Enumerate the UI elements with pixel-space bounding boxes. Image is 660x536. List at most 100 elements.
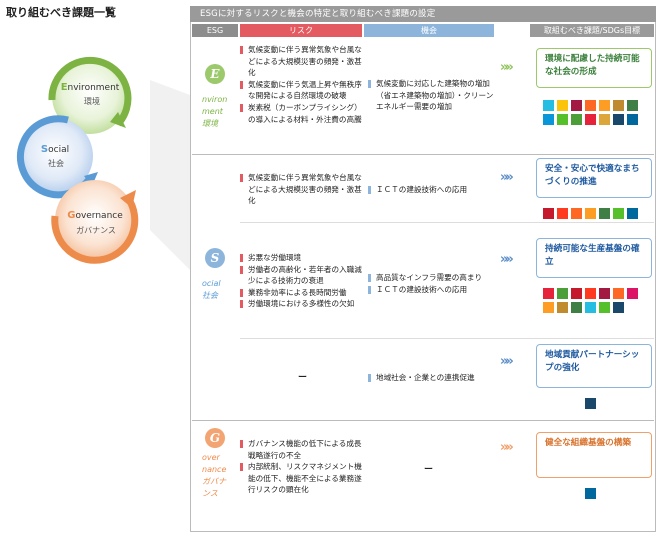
sdg-icon [599, 302, 610, 313]
governance-circle: Governance ガバナンス [51, 180, 139, 264]
risk-item: 労働環境における多様性の欠如 [240, 298, 364, 310]
sdg-icon [627, 288, 638, 299]
governance-label: Governance [67, 210, 123, 221]
column-header-goal: 取組むべき課題/SDGs目標 [530, 24, 654, 37]
sdg-icon [543, 114, 554, 125]
risk-list-social-1: 気候変動に伴う異常気象や台風などによる大規模災害の頻発・激甚化 [240, 172, 364, 207]
risk-item: 内部統制、リスクマネジメント機能の低下、機能不全による業務遂行リスクの顕在化 [240, 461, 364, 496]
sdg-icon [571, 288, 582, 299]
arrow-social-3: »» [500, 354, 514, 369]
sdg-icon [557, 114, 568, 125]
risk-item: 労働者の高齢化・若年者の入職減少による技術力の衰退 [240, 264, 364, 287]
opportunity-item: 高品質なインフラ需要の高まり [368, 272, 496, 284]
sdg-icons-environment [543, 114, 638, 125]
sdg-icon [613, 114, 624, 125]
social-circle: Social 社会 [16, 115, 98, 199]
opportunity-item: 気候変動に対応した建築物の増加（省エネ建築物の増加）・クリーンエネルギー需要の増… [368, 78, 496, 113]
sdg-icon [585, 114, 596, 125]
risk-item: 気候変動に伴う異常気象や台風などによる大規模災害の頻発・激甚化 [240, 172, 364, 207]
goal-social-2: 持続可能な生産基盤の確立 [536, 238, 652, 278]
sdg-icon [599, 114, 610, 125]
sdg-icon [543, 302, 554, 313]
risk-none-social-3: ー [298, 373, 308, 383]
opportunity-list-social-1: ＩＣＴの建設技術への応用 [368, 184, 496, 196]
sdg-icons-social-2 [543, 302, 624, 313]
goal-social-3: 地域貢献パートナーシップの強化 [536, 344, 652, 388]
opportunity-item: ＩＣＴの建設技術への応用 [368, 184, 496, 196]
sdg-icon [613, 100, 624, 111]
sdg-icon [571, 100, 582, 111]
sdg-icon [627, 114, 638, 125]
goal-environment: 環境に配慮した持続可能な社会の形成 [536, 48, 652, 88]
risk-item: 業務非効率による長時間労働 [240, 287, 364, 299]
sdg-icon [585, 208, 596, 219]
risk-item: 気候変動に伴う気温上昇や無秩序な開発による自然環境の破壊 [240, 79, 364, 102]
sdg-icons-governance [585, 488, 596, 499]
sdg-icon [627, 100, 638, 111]
panel-title: ESGに対するリスクと機会の特定と取り組むべき課題の設定 [190, 6, 656, 22]
risk-list-environment: 気候変動に伴う異常気象や台風などによる大規模災害の頻発・激甚化 気候変動に伴う気… [240, 44, 364, 125]
column-header-risk: リスク [240, 24, 362, 37]
sdg-icon [543, 288, 554, 299]
opportunity-list-environment: 気候変動に対応した建築物の増加（省エネ建築物の増加）・クリーンエネルギー需要の増… [368, 78, 496, 113]
sdg-icon [613, 302, 624, 313]
column-header-esg: ESG [192, 24, 238, 37]
sdg-icon [585, 288, 596, 299]
environment-label: Environment [61, 82, 120, 93]
sdg-icons-social-1 [543, 208, 638, 219]
goal-social-1: 安全・安心で快適なまちづくりの推進 [536, 158, 652, 198]
social-label: Social [41, 144, 69, 155]
sdg-icon [571, 208, 582, 219]
sub-row-divider [240, 338, 654, 339]
sdg-icon [585, 302, 596, 313]
sdg-icon [543, 208, 554, 219]
risk-item: 劣悪な労働環境 [240, 252, 364, 264]
sdg-icon [613, 208, 624, 219]
sdg-icon [627, 208, 638, 219]
arrow-social-1: »» [500, 170, 514, 185]
row-divider [192, 154, 654, 155]
opportunity-list-social-3: 地域社会・企業との連携促進 [368, 372, 496, 384]
opportunity-item: ＩＣＴの建設技術への応用 [368, 284, 496, 296]
sdg-icons-environment [543, 100, 638, 111]
page-title: 取り組むべき課題一覧 [6, 6, 116, 19]
esg-badge-social: S [205, 248, 225, 268]
sdg-icon [599, 288, 610, 299]
sdg-icon [613, 288, 624, 299]
environment-circle: Environment 環境 [48, 56, 132, 134]
sdg-icon [557, 100, 568, 111]
esg-cycle-diagram: Environment 環境 Social 社会 Governance ガバナン… [16, 56, 190, 270]
column-header-opportunity: 機会 [364, 24, 494, 37]
sdg-icon [599, 100, 610, 111]
opportunity-list-social-2: 高品質なインフラ需要の高まり ＩＣＴの建設技術への応用 [368, 272, 496, 295]
esg-badge-environment: E [205, 64, 225, 84]
opportunity-none-governance: ー [424, 465, 434, 475]
arrow-environment: »» [500, 60, 514, 75]
governance-jp: ガバナンス [76, 225, 116, 235]
environment-jp: 環境 [84, 96, 100, 106]
risk-item: 炭素税（カーボンプライシング）の導入による材料・外注費の高騰 [240, 102, 364, 125]
arrow-governance: »» [500, 440, 514, 455]
risk-item: ガバナンス機能の低下による成長戦略遂行の不全 [240, 438, 364, 461]
risk-list-social-2: 劣悪な労働環境 労働者の高齢化・若年者の入職減少による技術力の衰退 業務非効率に… [240, 252, 364, 310]
goal-governance: 健全な組織基盤の構築 [536, 432, 652, 478]
sdg-icon [557, 208, 568, 219]
sdg-icons-social-3 [585, 398, 596, 409]
sdg-icon [557, 288, 568, 299]
sdg-icon [557, 302, 568, 313]
connector-wedge [150, 80, 190, 270]
sdg-icon [543, 100, 554, 111]
social-jp: 社会 [48, 158, 64, 168]
sdg-icons-social-2 [543, 288, 638, 299]
sdg-icon [571, 302, 582, 313]
sdg-icon [571, 114, 582, 125]
sdg-icon [585, 398, 596, 409]
arrow-social-2: »» [500, 252, 514, 267]
risk-item: 気候変動に伴う異常気象や台風などによる大規模災害の頻発・激甚化 [240, 44, 364, 79]
opportunity-item: 地域社会・企業との連携促進 [368, 372, 496, 384]
sdg-icon [585, 488, 596, 499]
risk-list-governance: ガバナンス機能の低下による成長戦略遂行の不全 内部統制、リスクマネジメント機能の… [240, 438, 364, 496]
